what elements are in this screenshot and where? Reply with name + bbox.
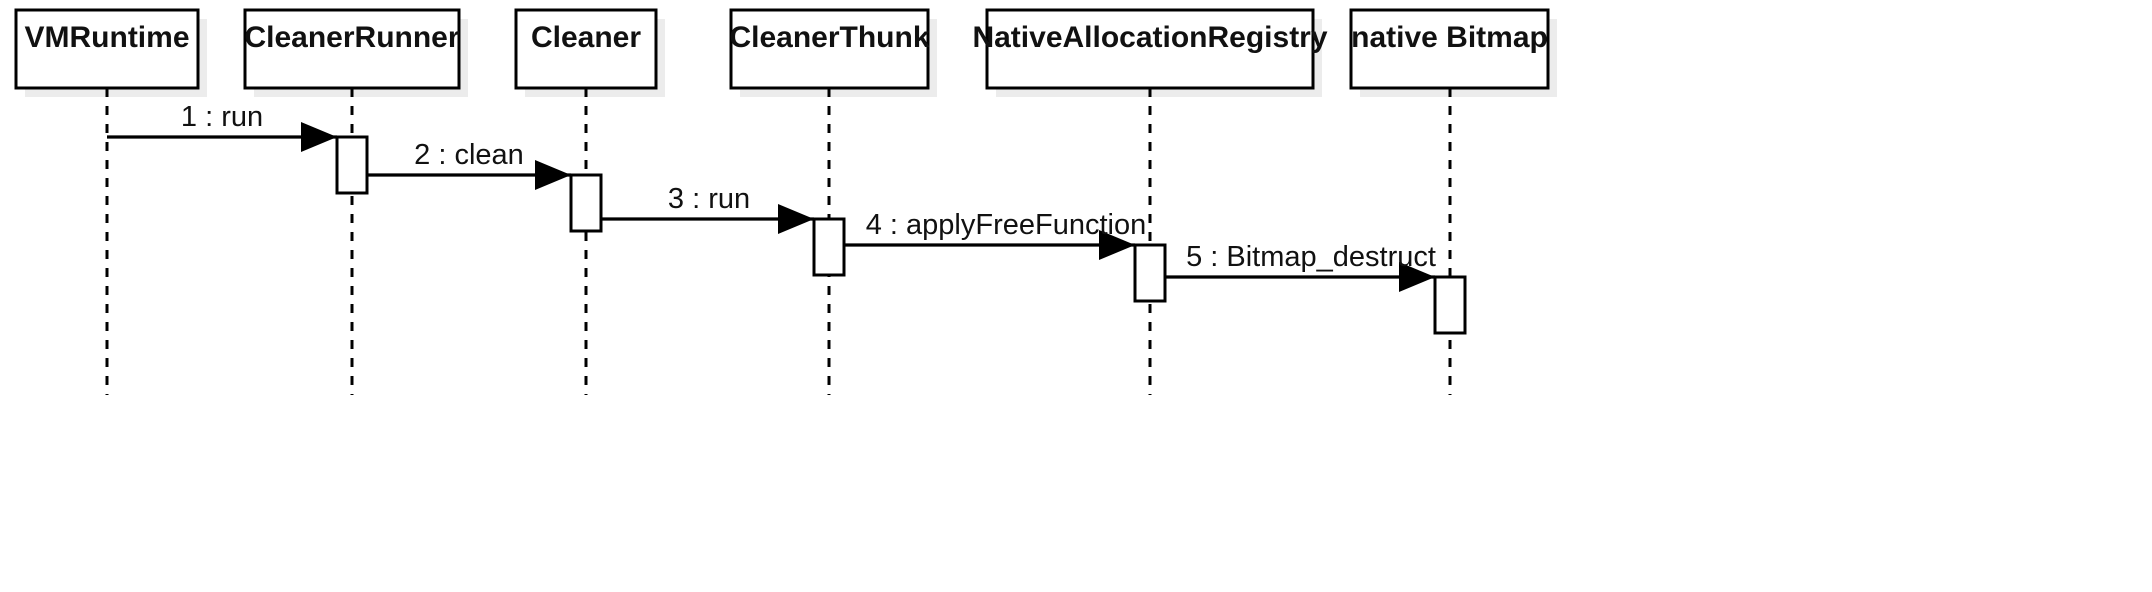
message-5[interactable]	[1165, 262, 1435, 292]
lifeline-header-nativebitmap[interactable]: native Bitmap	[1349, 8, 1550, 90]
activation-bar-cleanerrunner	[335, 135, 369, 195]
lifeline-header-cleanerrunner[interactable]: CleanerRunner	[243, 8, 461, 90]
lifeline-label-cleanerthunk: CleanerThunk	[729, 21, 929, 54]
message-3[interactable]	[601, 204, 814, 234]
activation-bar-nativeallocationregistry	[1133, 243, 1167, 303]
message-layer	[107, 122, 1435, 292]
message-arrowhead-2	[535, 160, 571, 190]
lifeline-box-nativeallocationregistry	[985, 8, 1315, 90]
message-arrowhead-3	[778, 204, 814, 234]
message-4[interactable]	[844, 230, 1135, 260]
message-label-2: 2 : clean	[414, 139, 524, 171]
lifeline-box-cleanerthunk	[729, 8, 930, 90]
lifeline-label-vmruntime: VMRuntime	[25, 21, 190, 54]
activation-bar-cleanerthunk	[812, 217, 846, 277]
message-arrowhead-5	[1399, 262, 1435, 292]
activation-bar-cleaner	[569, 173, 603, 233]
message-label-5: 5 : Bitmap_destruct	[1186, 241, 1436, 273]
lifeline-header-cleaner[interactable]: Cleaner	[514, 8, 658, 90]
lifeline-label-cleanerrunner: CleanerRunner	[244, 21, 459, 54]
lifeline-box-nativebitmap	[1349, 8, 1550, 90]
lifeline-box-cleaner	[514, 8, 658, 90]
lifeline-label-nativebitmap: native Bitmap	[1351, 21, 1548, 54]
activation-bar-layer	[335, 135, 1467, 335]
activation-bar-nativebitmap	[1433, 275, 1467, 335]
message-label-1: 1 : run	[181, 101, 263, 133]
message-arrowhead-4	[1099, 230, 1135, 260]
message-2[interactable]	[367, 160, 571, 190]
lifeline-box-cleanerrunner	[243, 8, 461, 90]
lifeline-header-vmruntime[interactable]: VMRuntime	[14, 8, 200, 90]
message-arrowhead-1	[301, 122, 337, 152]
lifeline-header-cleanerthunk[interactable]: CleanerThunk	[729, 8, 930, 90]
lifeline-label-nativeallocationregistry: NativeAllocationRegistry	[972, 21, 1327, 54]
lifeline-header-nativeallocationregistry[interactable]: NativeAllocationRegistry	[972, 8, 1328, 90]
message-1[interactable]	[107, 122, 337, 152]
message-label-4: 4 : applyFreeFunction	[866, 209, 1146, 241]
lifeline-box-layer: VMRuntime CleanerRunner Cleaner CleanerThun…	[14, 8, 1550, 90]
message-label-layer: 1 : run 2 : clean 3 : run 4 : applyFreeFunc…	[181, 101, 1436, 273]
lifeline-box-vmruntime	[14, 8, 200, 90]
lifeline-dash-layer	[105, 88, 1452, 395]
message-label-3: 3 : run	[668, 183, 750, 215]
lifeline-label-cleaner: Cleaner	[531, 21, 641, 54]
